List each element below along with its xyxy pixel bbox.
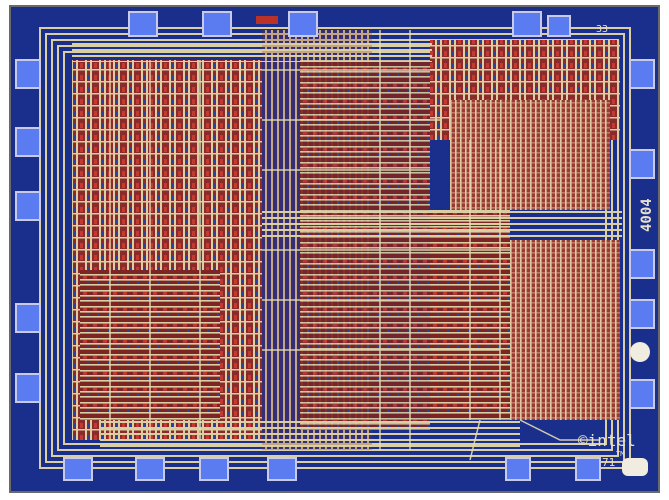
bond-pad-bottom-3 [199,457,229,481]
corner-mark-label: 33 [596,24,608,35]
year-label: 71 [602,456,615,469]
bond-pad-bottom-4 [267,457,297,481]
alignment-dot [630,342,650,362]
bond-pad-top-5 [547,15,571,37]
bond-pad-bottom-2 [135,457,165,481]
bond-pad-right-3 [629,249,655,279]
bond-pad-right-1 [629,59,655,89]
routing-traces [109,30,600,461]
bond-pad-left-2 [15,127,41,157]
bond-pad-left-3 [15,191,41,221]
bond-pad-top-2 [202,11,232,37]
register-array-upper [450,100,610,210]
bond-pad-right-4 [629,299,655,329]
horizontal-bus-upper [262,210,622,240]
bond-pad-bottom-1 [63,457,93,481]
bond-pad-left-1 [15,59,41,89]
register-array-lower [510,240,620,420]
bond-pads [15,11,655,481]
bond-pad-bottom-6 [575,457,601,481]
horizontal-bus-lower [100,420,520,450]
bond-pad-bottom-5 [505,457,531,481]
part-number-label: 4004 [639,198,655,232]
horizontal-bus-top [72,40,432,62]
corner-logo-box [622,458,648,476]
center-logic [300,60,430,430]
bond-pad-left-4 [15,303,41,333]
bond-pad-right-2 [629,149,655,179]
bond-pad-top-4 [512,11,542,37]
brand-label: ©intel [578,431,636,450]
bond-pad-left-5 [15,373,41,403]
bond-pad-top-1 [128,11,158,37]
tm-label: TM [616,450,624,458]
top-center-marker [256,16,278,24]
bond-pad-top-3 [288,11,318,37]
bond-pad-right-5 [629,379,655,409]
